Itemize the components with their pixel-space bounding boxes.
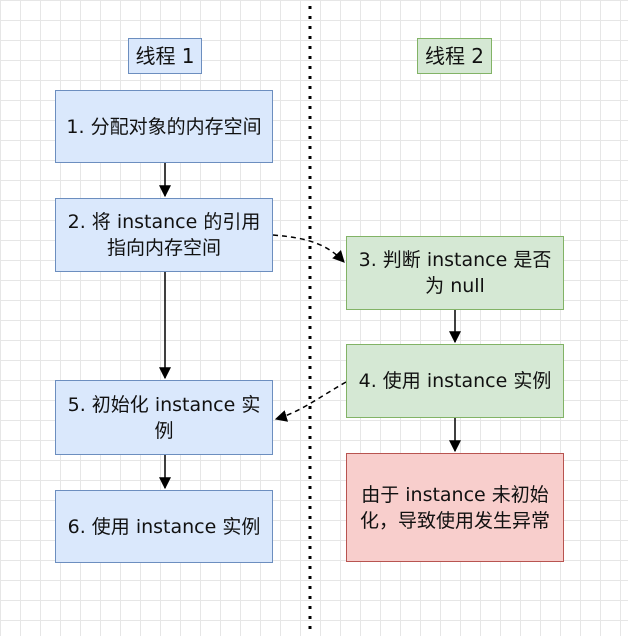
thread2-step-3: 3. 判断 instance 是否为 null	[346, 236, 564, 310]
thread2-header: 线程 2	[417, 38, 492, 74]
thread2-error: 由于 instance 未初始化，导致使用发生异常	[346, 453, 564, 562]
thread1-step-1: 1. 分配对象的内存空间	[55, 90, 273, 163]
thread2-step-4: 4. 使用 instance 实例	[346, 344, 564, 418]
thread1-step-2: 2. 将 instance 的引用指向内存空间	[55, 198, 273, 272]
thread1-step-5: 5. 初始化 instance 实例	[55, 380, 273, 455]
thread1-header: 线程 1	[128, 38, 202, 74]
thread1-step-6: 6. 使用 instance 实例	[55, 490, 273, 563]
dashed-arrow-step4-to-step5	[274, 381, 347, 422]
dashed-arrow-step2-to-step3	[272, 234, 345, 263]
